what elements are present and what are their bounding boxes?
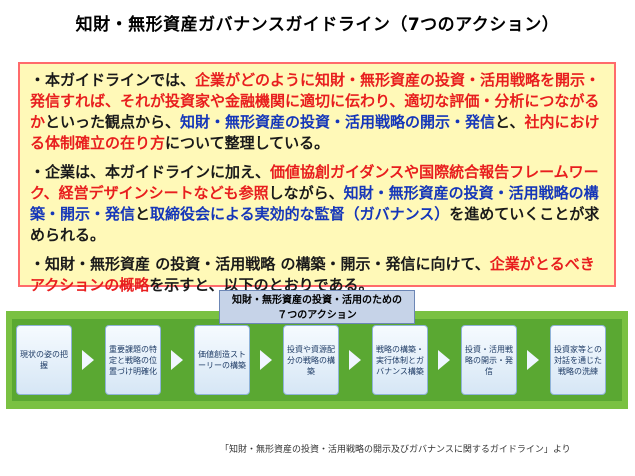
summary-text-run: 知財・無形資産の投資・活用戦略の開示・発信 (180, 113, 496, 131)
action-step-4: 投資や資源配分の戦略の構築 (283, 325, 339, 395)
action-step-6: 投資・活用戦略の開示・発信 (461, 325, 517, 395)
summary-text-run: 取締役会による実効的な監督（ガバナンス） (150, 205, 450, 223)
summary-text-run: 企業がどのように知財・無形資産の投資・活用戦略を開示・発信すれば、それが投資家や… (30, 71, 601, 131)
flow-arrow-icon (82, 350, 94, 370)
summary-box: ・本ガイドラインでは、企業がどのように知財・無形資産の投資・活用戦略を開示・発信… (18, 62, 616, 294)
summary-text-run: ・企業は、本ガイドラインに加え、 (30, 163, 271, 181)
flow-arrow-icon (171, 350, 183, 370)
actions-heading-line2: ７つのアクション (277, 310, 357, 321)
flow-arrow-icon (438, 350, 450, 370)
action-step-7: 投資家等との対話を通じた戦略の洗練 (550, 325, 606, 395)
summary-text-run: 企業がとるべきアクションの概略 (30, 255, 595, 294)
page-title: 知財・無形資産ガバナンスガイドライン（7つのアクション） (75, 15, 560, 35)
summary-text-run: ・本ガイドラインでは、 (30, 71, 196, 89)
summary-text-run: 知財・無形資産の投資・活用戦略の構築・開示・発信 (30, 184, 599, 223)
source-footer: 「知財・無形資産の投資・活用戦略の開示及びガバナンスに関するガイドライン」より (220, 445, 571, 455)
summary-text-run: 価値協創ガイダンスや国際統合報告フレームワーク、経営デザインシートなども参照 (30, 163, 599, 202)
actions-heading: 知財・無形資産の投資・活用のための ７つのアクション (219, 290, 415, 324)
summary-paragraph: ・知財・無形資産 の投資・活用戦略 の構築・開示・発信に向けて、企業がとるべきア… (30, 254, 604, 296)
summary-text-run: と (135, 205, 151, 223)
summary-text-run: しながら、 (268, 184, 344, 202)
action-flow: 現状の姿の把握重要課題の特定と戦略の位置づけ明確化価値創造ストーリーの構築投資や… (16, 325, 626, 397)
action-step-1: 現状の姿の把握 (16, 325, 72, 395)
summary-text-run: と、 (495, 113, 525, 131)
summary-text-run: ・知財・無形資産 の投資・活用戦略 の構築・開示・発信に向けて、 (30, 255, 490, 273)
summary-text-run: を示すと、以下のとおりである。 (149, 276, 374, 294)
action-step-5: 戦略の構築・実行体制とガバナンス構築 (372, 325, 428, 395)
summary-text: ・本ガイドラインでは、企業がどのように知財・無形資産の投資・活用戦略を開示・発信… (20, 64, 614, 296)
summary-text-run: といった観点から、 (45, 113, 181, 131)
flow-arrow-icon (527, 350, 539, 370)
flow-arrow-icon (260, 350, 272, 370)
action-step-2: 重要課題の特定と戦略の位置づけ明確化 (105, 325, 161, 395)
action-step-3: 価値創造ストーリーの構築 (194, 325, 250, 395)
actions-heading-line1: 知財・無形資産の投資・活用のための (232, 295, 402, 306)
summary-text-run: を進めていくことが求められる。 (30, 205, 600, 244)
summary-paragraph: ・企業は、本ガイドラインに加え、価値協創ガイダンスや国際統合報告フレームワーク、… (30, 162, 604, 246)
summary-paragraph: ・本ガイドラインでは、企業がどのように知財・無形資産の投資・活用戦略を開示・発信… (30, 70, 604, 154)
flow-arrow-icon (349, 350, 361, 370)
summary-text-run: 社内における体制確立の在り方 (30, 113, 600, 152)
summary-text-run: について整理している。 (165, 134, 330, 152)
